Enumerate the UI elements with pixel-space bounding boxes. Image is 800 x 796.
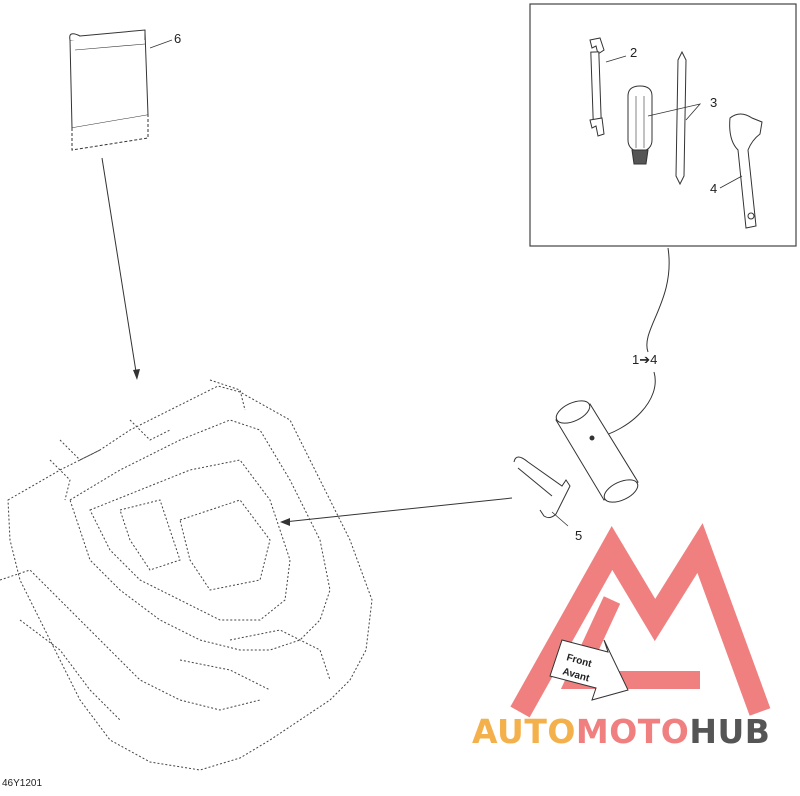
arrow-5-head	[280, 518, 290, 526]
diagram-code: 46Y1201	[2, 778, 43, 789]
callout-5: 5	[575, 528, 583, 543]
arrow-5	[283, 497, 513, 523]
front-arrow: Front Avant	[549, 639, 629, 701]
leader-3	[647, 103, 702, 121]
tool-tube	[555, 400, 639, 503]
retaining-clip	[513, 456, 571, 519]
leader-1-4	[646, 247, 670, 353]
leader-6	[149, 39, 173, 49]
callout-6: 6	[174, 31, 182, 46]
watermark-text: AUTOMOTOHUB	[472, 712, 770, 751]
arrow-6-head	[133, 369, 140, 380]
watermark-auto: AUTO	[472, 712, 576, 751]
document-pouch	[69, 29, 149, 151]
screwdriver	[627, 50, 687, 186]
leader-4	[719, 175, 743, 189]
watermark-logo	[510, 523, 771, 718]
tool-kit-frame	[529, 3, 797, 247]
leader-5	[551, 511, 569, 527]
callout-3: 3	[710, 95, 718, 110]
callout-2: 2	[630, 45, 638, 60]
spanner-key	[729, 113, 763, 229]
leader-2	[605, 55, 627, 63]
watermark-hub: HUB	[689, 712, 771, 751]
callout-4: 4	[710, 181, 718, 196]
wrench	[589, 37, 605, 137]
arrow-6	[101, 157, 138, 379]
storage-compartment	[0, 379, 373, 771]
callout-1-4: 1➔4	[632, 352, 658, 367]
watermark-moto: MOTO	[575, 712, 690, 751]
